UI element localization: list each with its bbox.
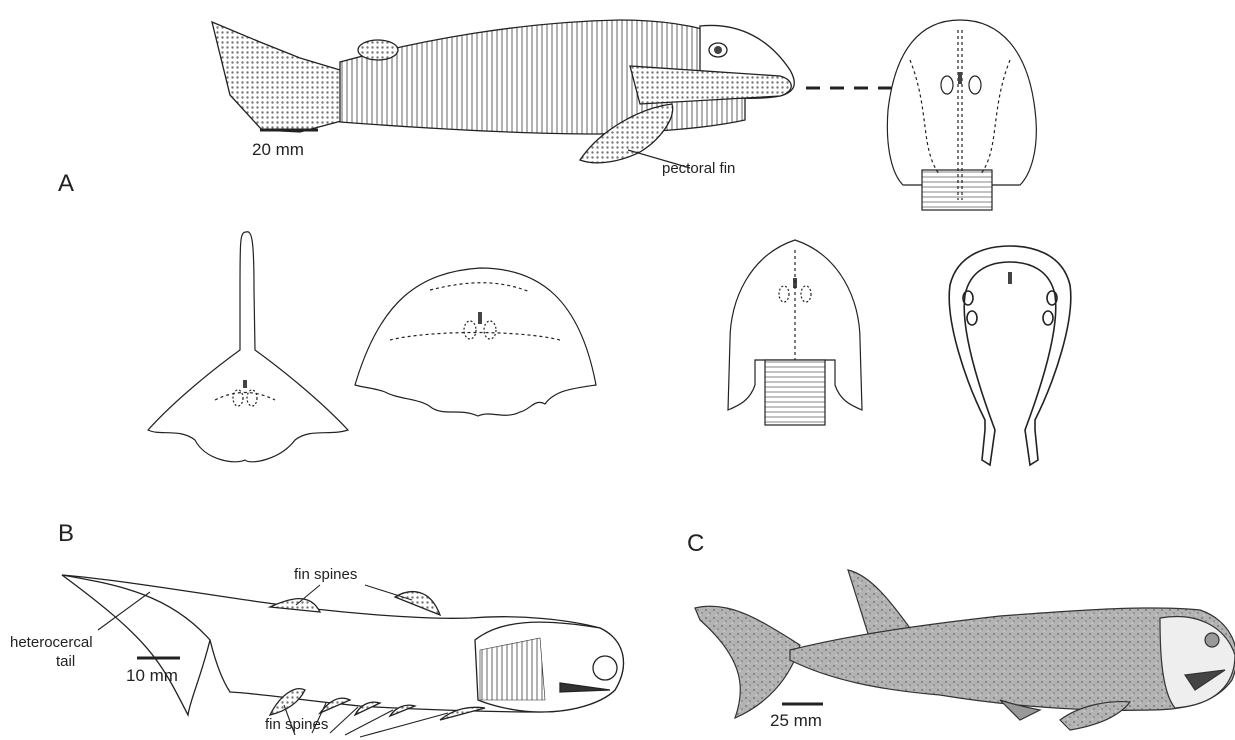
panel-label-b: B bbox=[58, 520, 74, 548]
head-shield-dorsal bbox=[887, 20, 1036, 210]
heterocercal-tail-label-line2: tail bbox=[56, 653, 75, 670]
head-shield-variant-1 bbox=[148, 232, 348, 462]
fin-spines-bottom-leader-4 bbox=[345, 710, 393, 735]
panel-label-c: C bbox=[687, 530, 704, 558]
fin-spines-bottom-label: fin spines bbox=[265, 716, 328, 733]
pectoral-fin-label: pectoral fin bbox=[662, 160, 735, 177]
scale-label-c: 25 mm bbox=[770, 711, 822, 731]
panel-a-fish bbox=[212, 20, 896, 168]
head-shield-variant-3 bbox=[728, 240, 862, 425]
fin-spines-bottom-leader-3 bbox=[330, 707, 358, 733]
panel-label-a: A bbox=[58, 170, 74, 198]
panel-b-fish bbox=[62, 575, 623, 737]
head-shield-variant-2 bbox=[355, 268, 596, 416]
panel-c-fish bbox=[695, 570, 1235, 730]
fish-c-eye bbox=[1205, 633, 1219, 647]
head-shield-variant-4 bbox=[949, 246, 1071, 465]
scale-label-a: 20 mm bbox=[252, 140, 304, 160]
fish-b-eye bbox=[593, 656, 617, 680]
fin-spines-bottom-leader-5 bbox=[360, 713, 448, 737]
scale-label-b: 10 mm bbox=[126, 666, 178, 686]
dorsal-spine-2 bbox=[395, 592, 440, 615]
heterocercal-tail-label-line1: heterocercal bbox=[10, 634, 93, 651]
fish-c-tail bbox=[695, 606, 800, 718]
fin-spines-top-label: fin spines bbox=[294, 566, 357, 583]
fish-a-tail bbox=[212, 22, 345, 132]
fish-a-dorsal-plate bbox=[358, 40, 398, 60]
